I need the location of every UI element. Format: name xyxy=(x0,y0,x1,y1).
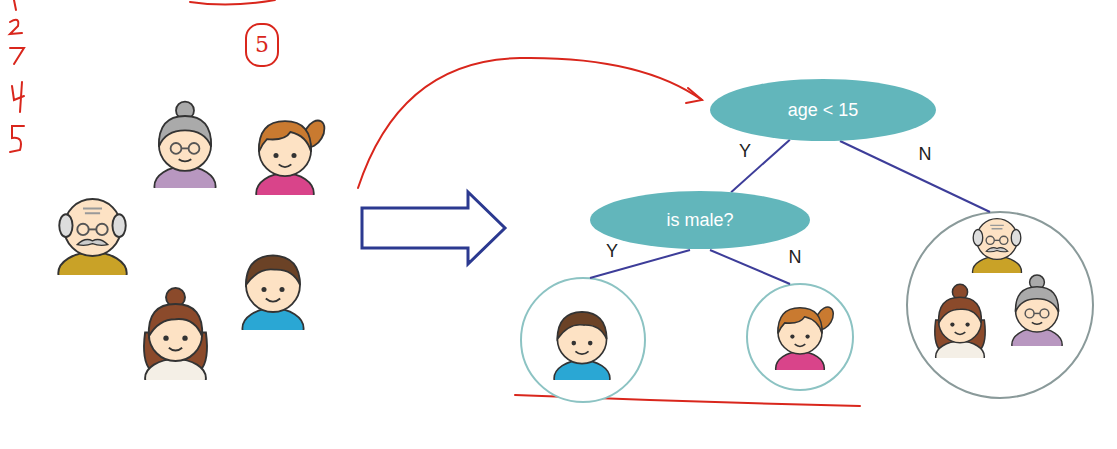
grandpa-figure xyxy=(973,219,1022,287)
grandma-figure xyxy=(154,102,215,206)
girl-figure xyxy=(256,117,329,213)
node-text-group: age < 15 xyxy=(788,100,859,121)
branch-line xyxy=(590,141,990,284)
node-label: age < 15 xyxy=(788,100,859,121)
boy-figure xyxy=(554,312,610,396)
handwritten-number: 5 xyxy=(255,33,269,57)
grandpa-figure xyxy=(58,199,126,294)
branch-label: N xyxy=(919,145,932,165)
decision-ellipse: is male? xyxy=(590,191,810,249)
branch-label: Y xyxy=(737,142,753,162)
node-text-group: is male? xyxy=(666,210,733,231)
branch-label: N xyxy=(789,248,802,268)
node-label: is male? xyxy=(666,210,733,231)
leaf-circle xyxy=(747,284,853,390)
leaf-circle xyxy=(521,278,645,402)
handwritten-marks xyxy=(10,0,1062,406)
branch-line xyxy=(731,140,790,193)
mom-figure xyxy=(144,288,207,397)
mom-figure xyxy=(935,284,985,371)
transform-arrow xyxy=(362,192,505,264)
leaf-circle xyxy=(907,212,1093,398)
girl-figure xyxy=(776,304,837,385)
boy-figure xyxy=(242,255,303,348)
grandma-figure xyxy=(1012,275,1062,361)
decision-ellipse: age < 15 xyxy=(710,79,936,141)
branch-label: Y xyxy=(606,242,618,262)
